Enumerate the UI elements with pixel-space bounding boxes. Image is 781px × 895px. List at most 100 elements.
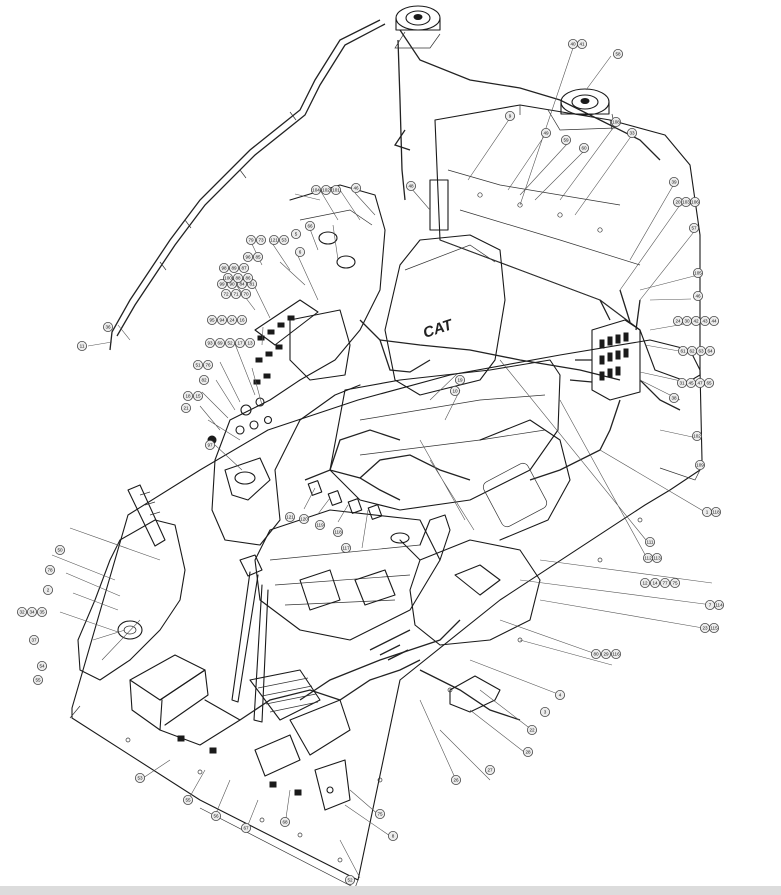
callout-label: 118 <box>334 530 342 535</box>
callout-41: 41 <box>577 39 588 50</box>
callout-circle <box>43 585 54 596</box>
callout-64: 64 <box>705 345 716 356</box>
callout-circle <box>278 234 289 245</box>
callout-2: 2 <box>43 585 54 596</box>
callout-circle <box>669 176 680 187</box>
callout-16: 16 <box>236 314 247 325</box>
callout-116: 116 <box>611 649 622 660</box>
callout-label: 59 <box>563 138 569 143</box>
control-lever <box>231 554 269 723</box>
callout-label: 67 <box>243 826 249 831</box>
callout-54: 54 <box>37 661 48 672</box>
callout-label: 52 <box>347 878 353 883</box>
callout-label: 60 <box>581 146 587 151</box>
callout-103: 103 <box>681 196 692 207</box>
callout-circle <box>255 234 266 245</box>
callout-label: 7 <box>709 603 712 608</box>
callout-circle <box>332 527 343 538</box>
callout-circle <box>374 809 385 820</box>
callout-circle <box>652 553 663 564</box>
callout-label: 52 <box>227 341 233 346</box>
callout-73: 73 <box>255 234 266 245</box>
callout-label: 87 <box>241 266 247 271</box>
callout-circle <box>692 430 703 441</box>
callout-102: 102 <box>692 430 703 441</box>
callout-label: 1 <box>706 510 709 515</box>
callout-label: 57 <box>691 226 697 231</box>
callout-circle <box>669 392 680 403</box>
callout-label: 27 <box>487 768 493 773</box>
callout-label: 26 <box>453 778 459 783</box>
callout-55: 55 <box>33 675 44 686</box>
callout-53: 53 <box>134 773 145 784</box>
callout-label: 10 <box>452 389 458 394</box>
callout-70: 70 <box>240 288 251 299</box>
callout-circle <box>298 514 309 525</box>
callout-label: 114 <box>715 603 723 608</box>
callout-circle <box>242 251 253 262</box>
callout-65: 65 <box>704 377 715 388</box>
callout-label: 89 <box>231 266 237 271</box>
callout-label: 56 <box>213 814 219 819</box>
callout-52: 52 <box>224 337 235 348</box>
floor-harness <box>239 619 521 721</box>
callout-label: 72 <box>223 292 229 297</box>
callout-label: 14 <box>652 581 658 586</box>
callout-label: 48 <box>408 184 414 189</box>
callout-circle <box>484 765 495 776</box>
callout-94: 94 <box>216 314 227 325</box>
callout-75: 75 <box>374 809 385 820</box>
callout-99: 99 <box>216 278 227 289</box>
callout-circle <box>540 707 551 718</box>
callout-120: 120 <box>298 514 309 525</box>
callout-circle <box>405 180 416 191</box>
callout-57: 57 <box>689 222 700 233</box>
callout-48: 48 <box>405 180 416 191</box>
callout-label: 51 <box>195 363 201 368</box>
callout-118: 118 <box>711 506 722 517</box>
callout-label: 19 <box>457 378 463 383</box>
callout-label: 85 <box>255 255 261 260</box>
callout-23: 23 <box>700 623 711 634</box>
callout-circle <box>279 817 290 828</box>
callout-circle <box>26 607 37 618</box>
callout-circle <box>224 337 235 348</box>
callout-circle <box>344 875 355 886</box>
callout-circle <box>206 314 217 325</box>
callout-18: 18 <box>182 390 193 401</box>
callout-34: 34 <box>26 607 37 618</box>
callout-label: 75 <box>377 812 383 817</box>
callout-circle <box>660 578 671 589</box>
callout-101: 101 <box>330 184 341 195</box>
callout-label: 28 <box>525 750 531 755</box>
callout-label: 102 <box>322 188 330 193</box>
callout-circle <box>216 278 227 289</box>
callout-label: 50 <box>57 548 63 553</box>
callout-3: 3 <box>540 707 551 718</box>
callout-88: 88 <box>232 272 243 283</box>
callout-circle <box>214 337 225 348</box>
callout-circle <box>601 649 612 660</box>
callout-label: 88 <box>235 276 241 281</box>
callout-label: 98 <box>221 266 227 271</box>
callout-label: 43 <box>702 319 708 324</box>
callout-circle <box>268 234 279 245</box>
callout-circle <box>340 543 351 554</box>
callout-label: 55 <box>35 678 41 683</box>
callout-circle <box>541 127 552 138</box>
callout-circle <box>449 385 460 396</box>
callout-circle <box>134 773 145 784</box>
callout-label: 33 <box>629 131 635 136</box>
callout-circle <box>705 345 716 356</box>
callout-label: 109 <box>696 463 704 468</box>
callout-circle <box>523 747 534 758</box>
callout-10: 10 <box>449 385 460 396</box>
callout-label: 65 <box>706 381 712 386</box>
callout-label: 40 <box>570 42 576 47</box>
callout-circle <box>294 246 305 257</box>
callout-89: 89 <box>228 262 239 273</box>
callout-label: 2 <box>47 588 50 593</box>
callout-circle <box>240 288 251 299</box>
callout-96: 96 <box>242 251 253 262</box>
callout-label: 3 <box>544 710 547 715</box>
